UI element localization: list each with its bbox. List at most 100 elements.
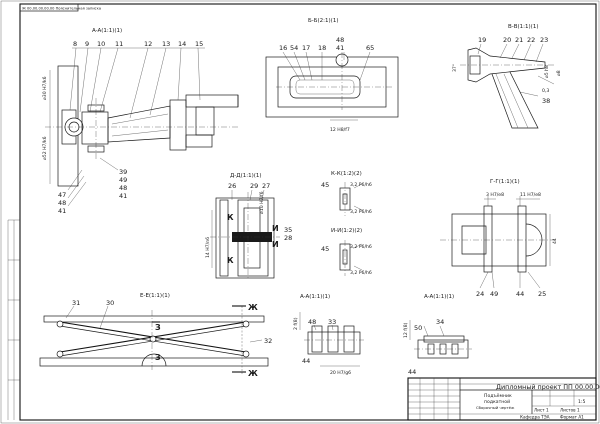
section-letter-i-bottom: И [272, 240, 279, 249]
dim-kk-2: 3,2 Р6/h6 [350, 209, 372, 215]
title-format: Формат А1 [560, 415, 584, 420]
dim-vv-2: ⌀5 h8 [544, 65, 550, 78]
section-letter-k-top: К [227, 213, 234, 222]
section-letter-z-bottom: З [155, 353, 161, 362]
dim-aa2-2: 20 H7/g6 [330, 370, 351, 376]
part-num-38: 38 [542, 97, 550, 105]
part-num-48b: 48 [119, 184, 127, 192]
section-label-bb: Б-Б(2:1)(1) [308, 18, 338, 24]
part-num-15: 15 [195, 40, 203, 48]
title-name-line3: Сборочный чертёж [476, 405, 515, 410]
section-label-aa3: A-A(1:1)(1) [424, 294, 454, 300]
title-sheets: Листов 1 [560, 408, 580, 413]
part-num-39: 39 [119, 168, 127, 176]
part-num-12: 12 [144, 40, 152, 48]
part-num-28: 28 [284, 234, 292, 242]
part-num-24: 24 [476, 290, 484, 298]
part-num-44a: 44 [516, 290, 524, 298]
dim-gg-1: 3 H7/e8 [486, 192, 504, 198]
view-gg: Г-Г(1:1)(1) 3 H7/e8 11 H7/e8 44 24 49 44… [440, 179, 558, 298]
part-num-16: 16 [279, 44, 287, 52]
part-num-18: 18 [318, 44, 326, 52]
part-num-9: 9 [85, 40, 89, 48]
view-aa-3: A-A(1:1)(1) 12 f(8) 50 34 44 [403, 294, 472, 376]
part-num-41c: 41 [336, 44, 344, 52]
part-num-49b: 49 [490, 290, 498, 298]
part-num-21: 21 [515, 36, 523, 44]
dim-vv-4: 0,3 [542, 88, 549, 94]
dim-gg-2: 11 H7/e8 [520, 192, 541, 198]
part-num-48d: 48 [308, 318, 316, 326]
part-num-49: 49 [119, 176, 127, 184]
dim-dd-2: ⌀10 H7/f6 [259, 191, 265, 214]
dim-aa-1: ⌀30 H7/k6 [42, 76, 48, 100]
title-block: Дипломный проект ПП 00.00.00 СБ Подъёмни… [407, 377, 600, 421]
part-num-54: 54 [290, 44, 298, 52]
part-num-10: 10 [97, 40, 105, 48]
section-label-gg: Г-Г(1:1)(1) [490, 179, 520, 185]
section-letter-zh-top: Ж [248, 303, 258, 312]
title-sheet: Лист 1 [534, 408, 549, 413]
dim-ii-1: 3,2 Р6/h6 [350, 244, 372, 250]
part-num-23: 23 [540, 36, 548, 44]
section-label-ee: Е-Е(1:1)(1) [140, 293, 170, 299]
part-num-33: 33 [328, 318, 336, 326]
stamp-top-text: Ж 00.00.00.00.00 Пояснительная записка [22, 7, 101, 11]
view-ee: Е-Е(1:1)(1) Ж Ж З З 31 30 32 [39, 293, 272, 378]
part-num-20: 20 [503, 36, 511, 44]
section-label-dd: Д-Д(1:1)(1) [230, 173, 262, 179]
section-label-aa: A-A(1:1)(1) [92, 28, 122, 34]
part-num-27: 27 [262, 182, 270, 190]
section-letter-i-top: И [272, 224, 279, 233]
part-num-47: 47 [58, 191, 66, 199]
part-num-34: 34 [436, 318, 444, 326]
view-ii: И-И(1:2)(2) 45 3,2 Р6/h6 3,2 Р6/h6 [321, 228, 372, 276]
part-num-45b: 45 [321, 245, 329, 253]
part-num-35: 35 [284, 226, 292, 234]
part-num-14: 14 [178, 40, 186, 48]
section-label-aa2: A-A(1:1)(1) [300, 294, 330, 300]
part-num-31: 31 [72, 299, 80, 307]
section-label-vv: В-В(1:1)(1) [508, 24, 538, 30]
section-letter-z-top: З [155, 323, 161, 332]
dim-kk-1: 3,2 Р6/h6 [350, 182, 372, 188]
dim-aa-2: ⌀52 H7/k6 [42, 136, 48, 160]
title-name-line1: Подъёмник [484, 393, 512, 399]
part-num-11: 11 [115, 40, 123, 48]
part-num-26: 26 [228, 182, 236, 190]
section-letter-zh-bottom: Ж [248, 369, 258, 378]
title-org: Кафедра ТЭА [520, 415, 550, 420]
title-scale: 1:5 [578, 399, 585, 405]
part-num-41b: 41 [119, 192, 127, 200]
view-aa-2: A-A(1:1)(1) 2 f(8) 20 H7/g6 48 33 44 [293, 294, 364, 376]
view-kk: К-К(1:2)(2) 45 3,2 Р6/h6 3,2 Р6/h6 [321, 171, 372, 216]
top-stamp: Ж 00.00.00.00.00 Пояснительная записка [19, 3, 101, 12]
dim-ii-2: 3,2 Р6/h6 [350, 270, 372, 276]
part-num-44b: 44 [302, 357, 310, 365]
part-num-29: 29 [250, 182, 258, 190]
view-vv: В-В(1:1)(1) 0,3 37° ⌀5 h8 ⌀8 19 20 21 22… [452, 24, 562, 129]
dim-vv-1: 37° [452, 64, 458, 72]
section-letter-k-bottom: К [227, 256, 234, 265]
part-num-22: 22 [527, 36, 535, 44]
view-aa-main: A-A(1:1)(1) ⌀30 H7/k6 [42, 28, 240, 215]
view-dd: Д-Д(1:1)(1) 14 H7/n6 ⌀10 H7/f6 К К И И 2… [205, 173, 292, 280]
part-num-19: 19 [478, 36, 486, 44]
part-num-48c: 48 [336, 36, 344, 44]
part-num-41: 41 [58, 207, 66, 215]
dim-dd-1: 14 H7/n6 [205, 237, 211, 258]
part-num-30: 30 [106, 299, 114, 307]
dim-aa2-1: 2 f(8) [293, 317, 299, 330]
part-num-8: 8 [73, 40, 77, 48]
title-name-line2: подкатной [484, 398, 510, 405]
dim-gg-3: 44 [552, 238, 558, 244]
dim-aa3-1: 12 f(8) [403, 322, 409, 338]
part-num-48: 48 [58, 199, 66, 207]
part-num-32: 32 [264, 337, 272, 345]
part-num-50: 50 [414, 324, 422, 332]
part-num-45a: 45 [321, 181, 329, 189]
section-label-kk: К-К(1:2)(2) [331, 171, 362, 177]
part-num-25: 25 [538, 290, 546, 298]
